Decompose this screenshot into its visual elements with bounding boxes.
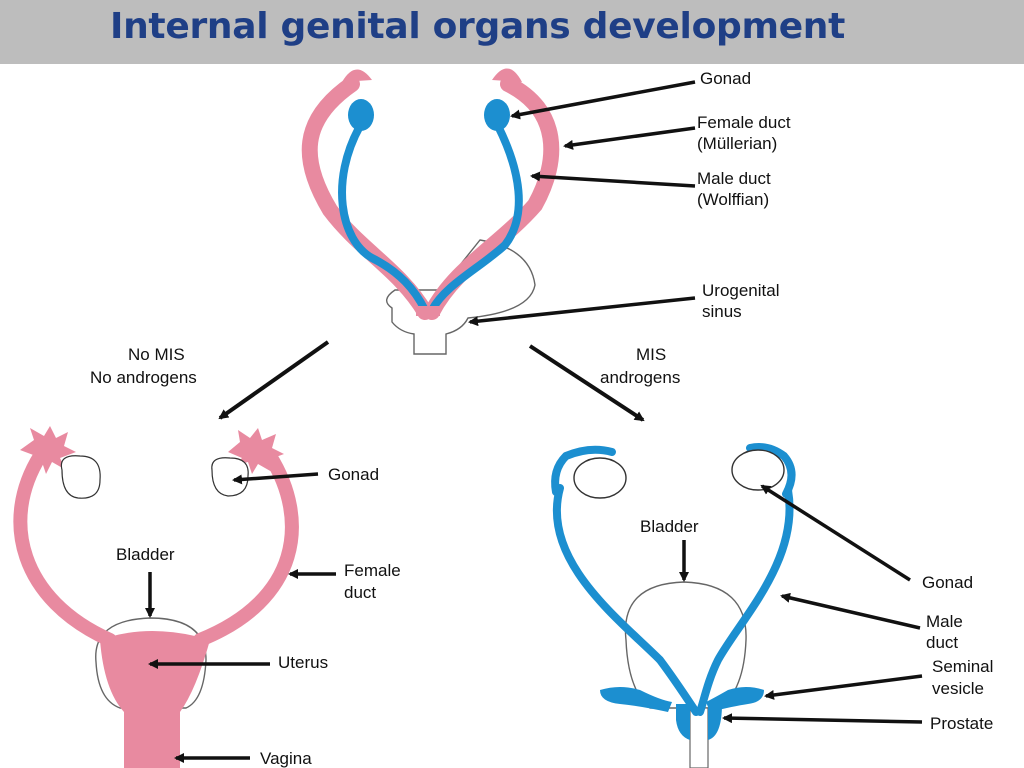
pointer-female-duct-top (563, 126, 696, 150)
pathway-arrow-male (528, 344, 645, 422)
label-vagina: Vagina (260, 749, 312, 768)
female-gonad-right (211, 457, 249, 497)
label-male-duct-line1: Male duct (697, 169, 771, 188)
pointer-gonad-top (510, 80, 696, 120)
seminal-vesicle-left (600, 687, 672, 712)
label-male-gonad: Gonad (922, 573, 973, 592)
label-urogenital-line1: Urogenital (702, 281, 780, 300)
label-prostate: Prostate (930, 714, 993, 733)
pointer-seminal-vesicle (764, 674, 923, 700)
label-seminal-line2: vesicle (932, 679, 984, 698)
label-female-duct-line1: Female duct (697, 113, 791, 132)
urogenital-sinus-shape (386, 239, 536, 355)
label-female-duct-line2: duct (344, 583, 376, 602)
label-male-duct-line2: (Wolffian) (697, 190, 769, 209)
pointer-prostate (722, 713, 923, 724)
pointer-male-gonad (760, 484, 911, 582)
label-seminal-line1: Seminal (932, 657, 993, 676)
pathway-arrow-female (218, 340, 330, 420)
label-no-androgens: No androgens (90, 368, 197, 387)
label-androgens: androgens (600, 368, 680, 387)
male-duct-left (338, 122, 429, 314)
pointer-male-duct (780, 592, 921, 630)
female-duct-left-top (342, 69, 372, 82)
label-male-duct-line1: Male (926, 612, 963, 631)
testis-left (573, 457, 627, 499)
label-no-mis: No MIS (128, 345, 185, 364)
gonad-left (348, 99, 374, 131)
label-female-gonad: Gonad (328, 465, 379, 484)
female-gonad-left (60, 455, 101, 499)
label-uterus: Uterus (278, 653, 328, 672)
female-tube-left (13, 449, 117, 647)
indifferent-stage-illustration (301, 68, 560, 355)
label-female-duct-line2: (Müllerian) (697, 134, 777, 153)
label-urogenital-line2: sinus (702, 302, 742, 321)
gonad-right (484, 99, 510, 131)
pointer-urogenital-sinus (468, 296, 696, 327)
label-mis: MIS (636, 345, 666, 364)
male-urethra (689, 707, 709, 768)
label-male-bladder: Bladder (640, 517, 699, 536)
label-female-bladder: Bladder (116, 545, 175, 564)
pointer-female-gonad (232, 472, 319, 485)
male-duct-right-lower (696, 486, 794, 716)
duct-junction (416, 306, 440, 316)
female-tube-right (193, 449, 299, 647)
label-gonad-top: Gonad (700, 69, 751, 88)
epididymis-left (551, 445, 616, 496)
male-duct-left-lower (552, 484, 700, 716)
title-bar: Internal genital organs development (0, 0, 1024, 64)
label-female-duct-line1: Female (344, 561, 401, 580)
pointer-male-duct-top (530, 171, 696, 188)
epididymis-right (746, 443, 796, 498)
label-male-duct-line2: duct (926, 633, 958, 652)
male-duct-right (428, 122, 523, 314)
testis-right (731, 449, 785, 491)
male-development-illustration (551, 443, 796, 768)
prostate (676, 704, 722, 740)
female-duct-right-top (492, 68, 522, 82)
slide-title: Internal genital organs development (110, 6, 846, 47)
